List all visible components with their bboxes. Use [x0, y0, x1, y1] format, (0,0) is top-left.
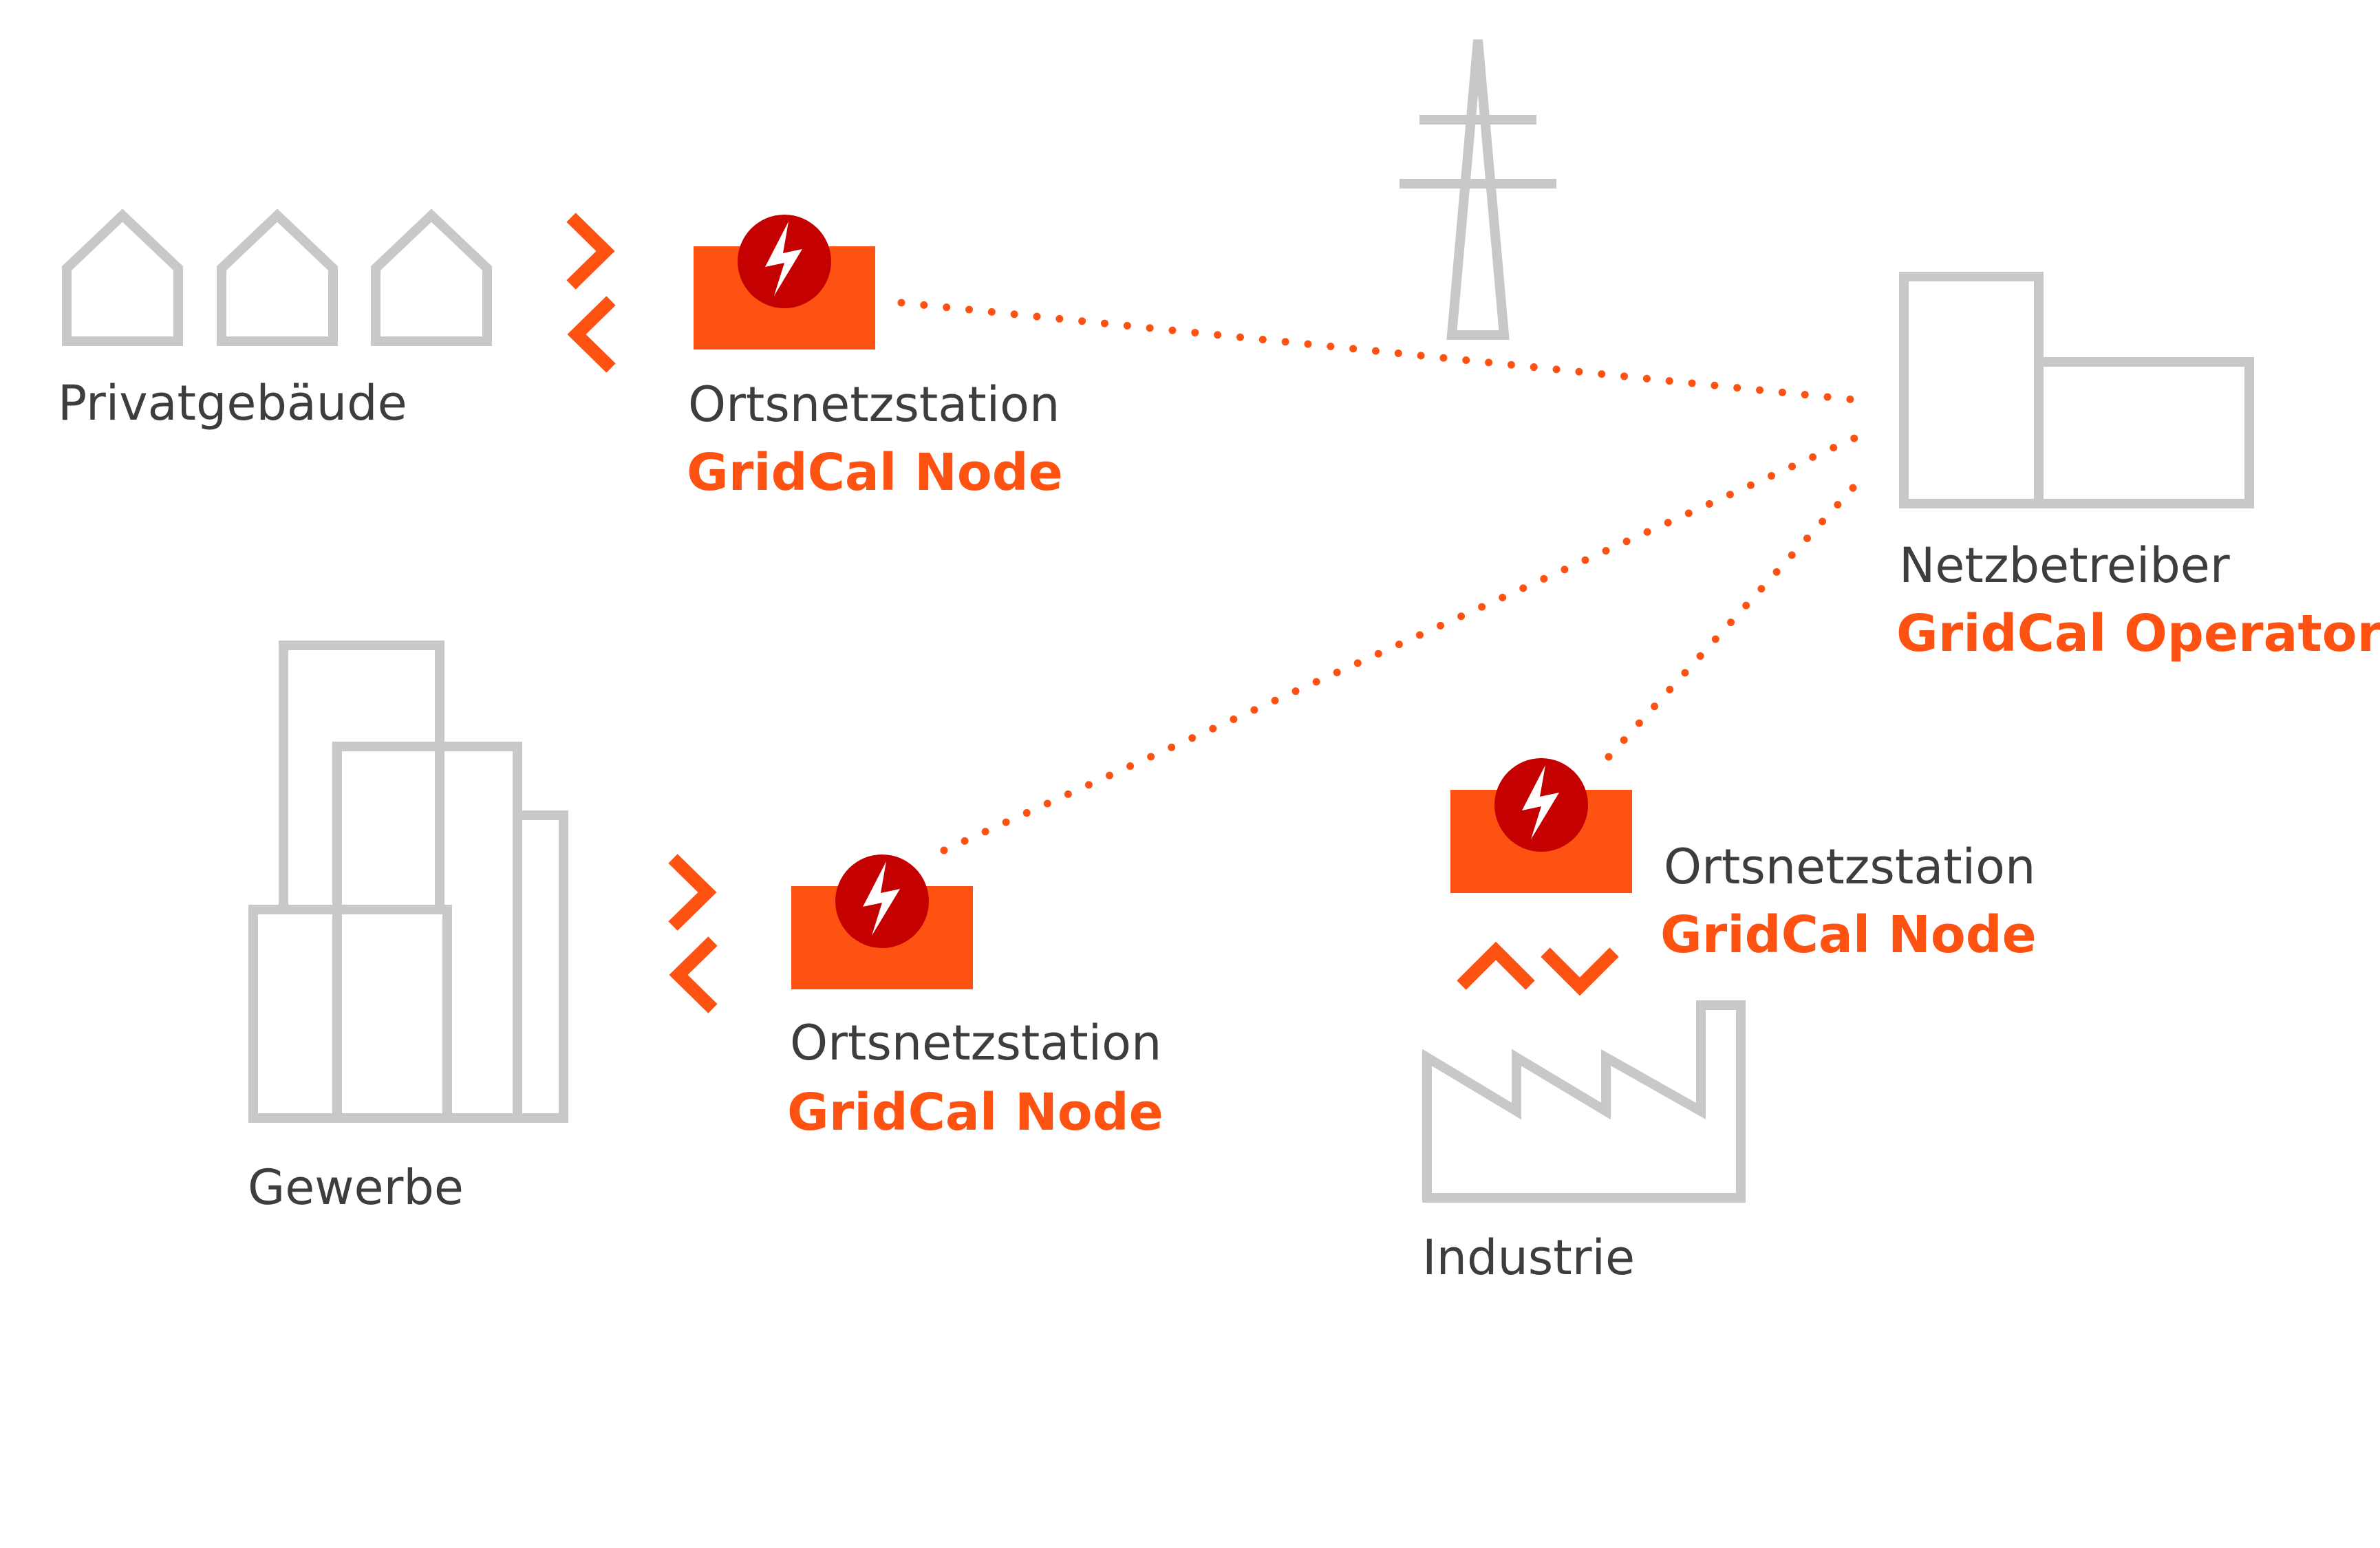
factory-icon [1422, 1000, 1746, 1203]
house-icon [62, 208, 183, 346]
industry-label: Industrie [1422, 1229, 1635, 1286]
lightning-icon [1450, 758, 1632, 893]
operator-sublabel: GridCal Operator [1896, 604, 2380, 663]
station-right-sublabel: GridCal Node [1660, 905, 2037, 965]
connection-line-top-station [897, 299, 1872, 405]
station-mid-sublabel: GridCal Node [787, 1083, 1164, 1142]
commercial-buildings-icon [248, 641, 568, 1123]
bidirectional-chevrons-icon [566, 213, 616, 373]
lightning-icon [694, 215, 875, 350]
bidirectional-chevrons-icon [668, 854, 718, 1013]
house-icon [217, 208, 338, 346]
power-pylon-icon [1400, 39, 1556, 340]
office-building-icon [1899, 272, 2254, 508]
station-top-label: Ortsnetzstation [688, 376, 1060, 433]
station-top-sublabel: GridCal Node [687, 443, 1063, 502]
bidirectional-chevrons-icon [1457, 941, 1619, 996]
connection-line-mid-station [940, 428, 1872, 854]
private-buildings-label: Privatgebäude [58, 375, 407, 431]
connection-line-right-station [1605, 467, 1872, 761]
house-icon [371, 208, 492, 346]
station-mid-label: Ortsnetzstation [790, 1015, 1161, 1071]
lightning-icon [791, 854, 973, 989]
operator-label: Netzbetreiber [1899, 537, 2230, 594]
houses-icon [62, 208, 492, 346]
connection-lines [897, 299, 1872, 854]
commercial-label: Gewerbe [248, 1159, 464, 1216]
station-right-label: Ortsnetzstation [1664, 839, 2035, 895]
